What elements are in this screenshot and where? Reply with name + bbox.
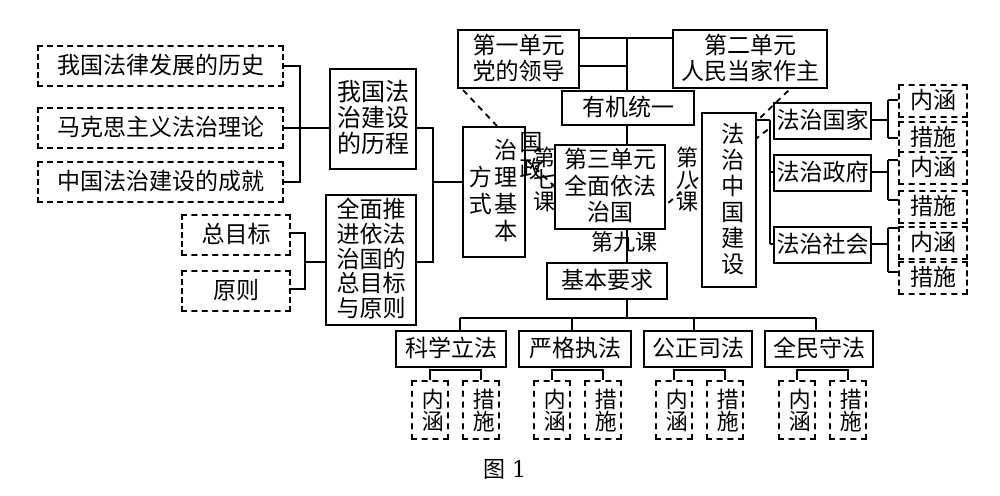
unit2-node: 第二单元 人民当家作主 (672, 29, 828, 89)
china-text: 法治中国建设 (716, 122, 743, 278)
justice-measures: 措施 (706, 380, 744, 440)
goal-item-target-text: 总目标 (201, 221, 271, 248)
figure-caption: 图 1 (483, 458, 526, 483)
goal-line-4: 总目标 (336, 271, 406, 298)
requirement-legislation-text: 科学立法 (405, 335, 497, 362)
government-connotation: 内涵 (898, 151, 968, 185)
basic-node: 基本要求 (546, 262, 668, 300)
lesson9-label: 第九课 (590, 231, 657, 256)
goal-item-principle: 原则 (181, 270, 291, 312)
government-measures: 措施 (898, 190, 968, 224)
state-connotation: 内涵 (898, 84, 968, 118)
requirement-justice: 公正司法 (643, 330, 753, 368)
rule-of-law-government-text: 法治政府 (776, 159, 869, 186)
unit1-line-2: 党的领导 (472, 59, 565, 85)
rule-of-law-government: 法治政府 (773, 154, 872, 192)
history-item-marxist: 马克思主义法治理论 (37, 107, 284, 149)
government-measures-text: 措施 (910, 193, 956, 220)
history-item-law-text: 我国法律发展的历史 (57, 52, 264, 79)
unit1-node: 第一单元 党的领导 (457, 29, 580, 89)
requirement-legislation: 科学立法 (395, 330, 507, 368)
legislation-connotation-text: 内涵 (417, 388, 443, 432)
lesson8-label: 第八课 (672, 146, 697, 212)
history-item-achievement: 中国法治建设的成就 (37, 161, 284, 203)
history-line-2: 治建设 (337, 104, 409, 133)
rule-of-law-society-text: 法治社会 (776, 231, 869, 258)
society-measures: 措施 (898, 261, 968, 295)
government-connotation-text: 内涵 (910, 154, 956, 181)
history-line-1: 我国法 (337, 78, 409, 107)
requirement-enforcement: 严格执法 (518, 330, 632, 368)
justice-connotation-text: 内涵 (661, 388, 687, 432)
state-measures-text: 措施 (910, 124, 956, 151)
goal-item-principle-text: 原则 (213, 277, 259, 304)
enforcement-measures-text: 措施 (590, 388, 616, 432)
rule-of-law-state: 法治国家 (773, 102, 872, 140)
history-item-law: 我国法律发展的历史 (37, 45, 284, 87)
compliance-connotation: 内涵 (778, 380, 816, 440)
goal-item-target: 总目标 (181, 214, 291, 256)
goal-line-3: 治国的 (336, 246, 406, 273)
basic-text: 基本要求 (561, 267, 653, 294)
society-measures-text: 措施 (910, 264, 956, 291)
society-connotation: 内涵 (898, 226, 968, 260)
governance-node: 治理基本方式 国政 (462, 126, 541, 258)
state-connotation-text: 内涵 (910, 87, 956, 114)
requirement-compliance-text: 全民守法 (773, 335, 865, 362)
society-connotation-text: 内涵 (910, 229, 956, 256)
unit3-line-1: 第三单元 (564, 147, 656, 174)
compliance-measures-text: 措施 (835, 388, 861, 432)
enforcement-connotation-text: 内涵 (539, 388, 565, 432)
unit2-line-1: 第二单元 (704, 32, 796, 59)
unit3-line-3: 治国 (587, 200, 633, 227)
legislation-measures-text: 措施 (468, 388, 494, 432)
organic-text: 有机统一 (582, 94, 674, 121)
enforcement-connotation: 内涵 (533, 380, 571, 440)
compliance-measures: 措施 (829, 380, 867, 440)
organic-node: 有机统一 (561, 90, 695, 126)
history-node: 我国法 治建设 的历程 (329, 68, 417, 170)
history-item-marxist-text: 马克思主义法治理论 (57, 114, 264, 141)
governance-col-2: 国政 (514, 130, 541, 184)
goal-line-1: 全面推 (336, 196, 406, 223)
requirement-enforcement-text: 严格执法 (529, 335, 621, 362)
unit3-node: 第三单元 全面依法 治国 (554, 144, 666, 230)
governance-col-1: 治理基本方式 (464, 138, 516, 246)
unit3-line-2: 全面依法 (564, 173, 656, 200)
lesson7-label: 第七课 (529, 146, 554, 212)
goal-node: 全面推 进依法 治国的 总目标 与原则 (325, 194, 417, 326)
requirement-justice-text: 公正司法 (652, 335, 744, 362)
china-node: 法治中国建设 (701, 112, 757, 288)
compliance-connotation-text: 内涵 (784, 388, 810, 432)
state-measures: 措施 (898, 121, 968, 155)
justice-measures-text: 措施 (712, 388, 738, 432)
rule-of-law-society: 法治社会 (773, 226, 872, 264)
unit2-line-2: 人民当家作主 (681, 59, 819, 85)
rule-of-law-state-text: 法治国家 (776, 107, 869, 134)
goal-line-5: 与原则 (336, 296, 406, 323)
history-item-achievement-text: 中国法治建设的成就 (57, 168, 264, 195)
unit1-line-1: 第一单元 (472, 32, 565, 59)
requirement-compliance: 全民守法 (764, 330, 874, 368)
justice-connotation: 内涵 (655, 380, 693, 440)
history-line-3: 的历程 (337, 129, 409, 158)
legislation-measures: 措施 (462, 380, 500, 440)
legislation-connotation: 内涵 (411, 380, 449, 440)
goal-line-2: 进依法 (336, 221, 406, 248)
enforcement-measures: 措施 (584, 380, 622, 440)
